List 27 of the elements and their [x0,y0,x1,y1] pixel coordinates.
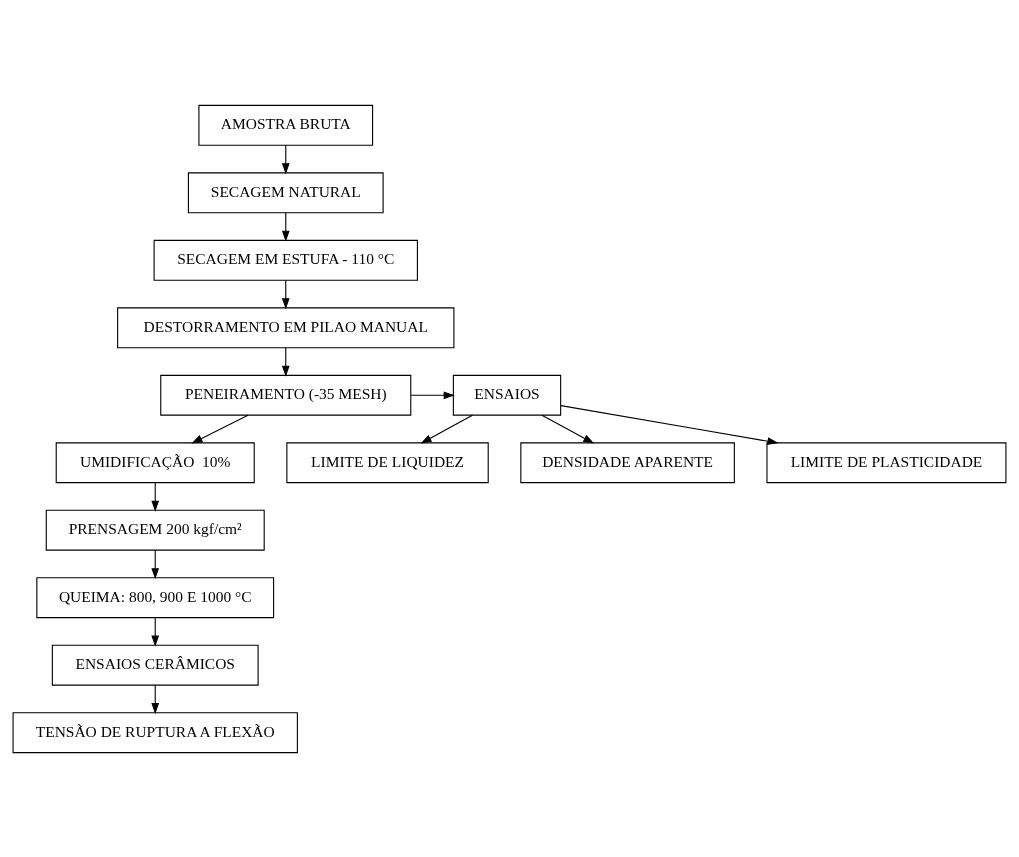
node-box: SECAGEM NATURAL [187,171,384,213]
node-box: PRENSAGEM 200 kgf/cm² [45,509,265,551]
arrow [281,144,290,174]
node-box: ENSAIOS [452,374,562,416]
node-box: UMIDIFICAÇÃO 10% [55,441,255,483]
arrow [151,481,160,512]
arrow [281,346,290,377]
node-box: PENEIRAMENTO (-35 MESH) [160,374,412,416]
node-box: AMOSTRA BRUTA [198,104,374,146]
arrow [560,404,779,445]
node-box: LIMITE DE PLASTICIDADE [766,441,1007,483]
arrow [151,549,160,579]
arrow [281,279,290,309]
arrow [541,414,595,444]
arrow [151,616,160,647]
node-box: SECAGEM EM ESTUFA - 110 °C [153,239,418,281]
arrow [420,414,473,444]
arrow [281,211,290,242]
node-box: ENSAIOS CERÂMICOS [51,644,259,686]
arrow [410,390,455,399]
arrow [191,414,249,444]
node-box: LIMITE DE LIQUIDEZ [286,441,489,483]
arrow [151,684,160,714]
node-box: QUEIMA: 800, 900 E 1000 °C [36,576,275,618]
node-box: DENSIDADE APARENTE [520,441,735,483]
node-box: TENSÃO DE RUPTURA A FLEXÃO [12,711,298,753]
node-box: DESTORRAMENTO EM PILAO MANUAL [117,306,455,348]
